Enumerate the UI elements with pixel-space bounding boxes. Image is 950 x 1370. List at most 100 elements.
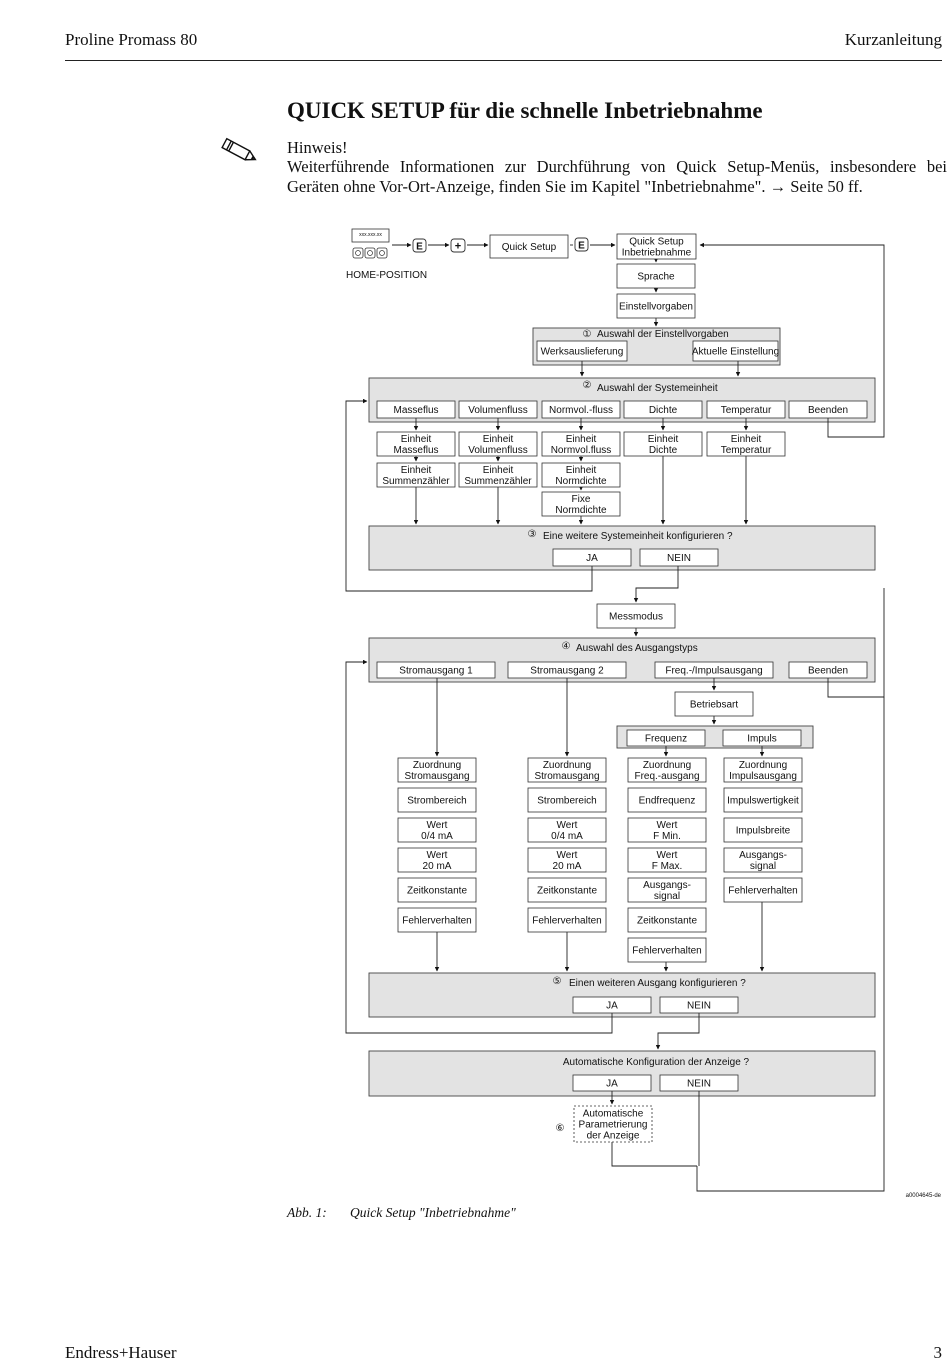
qs-inbetriebnahme-box-label: Inbetriebnahme [622,248,692,259]
sys-option-dichte: Dichte [623,400,703,419]
figure-caption-label: Abb. 1: [287,1205,327,1220]
marker-5: ⑤ [553,976,562,987]
out-option-stromausgang-2: Stromausgang 2 [507,661,627,679]
einheit-volumenfluss-box-label: Volumenfluss [468,445,527,456]
zeitkonstante-2-box: Zeitkonstante [527,877,607,903]
strombereich-1-box-label: Strombereich [407,796,466,807]
betriebsart-box-label: Betriebsart [690,700,739,711]
zeitkonstante-3-box-label: Zeitkonstante [637,916,697,927]
wert-04-1-box-label: Wert [427,820,448,831]
panel-systemeinheit [368,377,876,423]
panel-title: Einen weiteren Ausgang konfigurieren ? [569,978,746,989]
einheit-volumenfluss-box-label: Einheit [483,434,514,445]
quick-setup-box: Quick Setup [489,234,569,259]
sys-option-volumenfluss: Volumenfluss [458,400,538,419]
page-number: 3 [933,1343,943,1362]
sys-ja-button: JA [552,548,632,567]
marker-3: ③ [528,529,537,540]
auto-nein-button-label: NEIN [687,1079,711,1090]
zuordnung-stromausgang-2-box-label: Stromausgang [534,771,599,782]
einheit-masseflus-box-label: Einheit [401,434,432,445]
sys-option-beenden: Beenden [788,400,868,419]
einheit-summenzaehler-1-box-label: Einheit [401,465,432,476]
ausgangssignal-freq-box-label: signal [654,891,680,902]
plus-key-icon: + [450,238,466,253]
wert-20-1-box-label: 20 mA [423,861,452,872]
fixe-normdichte-box-label: Normdichte [555,505,607,516]
panel-weitere-systemeinheit [368,525,876,571]
out-nein-button-label: NEIN [687,1001,711,1012]
einheit-dichte-box-label: Einheit [648,434,679,445]
einstellvorgaben-box-label: Einstellvorgaben [619,302,693,313]
betriebsart-box: Betriebsart [674,691,754,717]
impuls-box-label: Impuls [747,734,776,745]
zuordnung-stromausgang-2-box-label: Zuordnung [543,760,591,771]
einheit-normdichte-box-label: Normdichte [555,476,607,487]
connector-line [827,588,885,698]
wert-04-2-box-label: Wert [557,820,578,831]
panel-title: Automatische Konfiguration der Anzeige ? [563,1057,750,1068]
auto-parametrierung-box-label: Parametrierung [579,1120,648,1131]
impulsbreite-box-label: Impulsbreite [736,826,791,837]
impuls-box: Impuls [722,729,802,747]
out-option-stromausgang-2-label: Stromausgang 2 [530,666,604,677]
sys-option-normvol-label: Normvol.-fluss [549,405,613,416]
aktuelle-einstellung-box: Aktuelle Einstellung [692,340,779,362]
zuordnung-stromausgang-1-box-label: Stromausgang [404,771,469,782]
e-key-icon: E [574,237,589,252]
strombereich-2-box-label: Strombereich [537,796,596,807]
auto-nein-button: NEIN [659,1074,739,1092]
auto-parametrierung-box-label: Automatische [583,1109,644,1120]
ausgangssignal-freq-box: Ausgangs-signal [627,877,707,903]
qs-inbetriebnahme-box-label: Quick Setup [629,237,684,248]
note-text: Weiterführende Informationen zur Durchfü… [287,157,947,196]
zuordnung-impulsausgang-box-label: Zuordnung [739,760,787,771]
out-option-freq-impuls-label: Freq.-/Impulsausgang [665,666,762,677]
fehlerverhalten-2-box: Fehlerverhalten [527,907,607,933]
endfrequenz-box: Endfrequenz [627,787,707,813]
sys-option-volumenfluss-label: Volumenfluss [468,405,527,416]
zuordnung-stromausgang-1-box-label: Zuordnung [413,760,461,771]
header-section-name: Kurzanleitung [844,30,942,49]
sys-nein-button: NEIN [639,548,719,567]
wert-04-1-box-label: 0/4 mA [421,831,453,842]
zeitkonstante-2-box-label: Zeitkonstante [537,886,597,897]
einstellvorgaben-box: Einstellvorgaben [616,293,696,319]
auto-ja-button: JA [572,1074,652,1092]
svg-text:E: E [578,241,585,252]
wert-20-1-box-label: Wert [427,850,448,861]
sys-option-temperatur-label: Temperatur [721,405,772,416]
zuordnung-freq-ausgang-box-label: Freq.-ausgang [634,771,699,782]
wert-20-2-box-label: 20 mA [553,861,582,872]
out-ja-button: JA [572,996,652,1014]
fixe-normdichte-box-label: Fixe [572,494,591,505]
wert-20-2-box-label: Wert [557,850,578,861]
panel-title: Eine weitere Systemeinheit konfigurieren… [543,531,733,542]
sys-option-beenden-label: Beenden [808,405,848,416]
sprache-box-label: Sprache [637,272,675,283]
out-option-stromausgang-1: Stromausgang 1 [376,661,496,679]
panel-ausgangstyp [368,637,876,683]
panel-weiterer-ausgang [368,972,876,1018]
home-display-icon: xxx.xxx.xx [351,228,390,259]
sys-nein-button-label: NEIN [667,553,691,564]
connector-line [345,659,613,1034]
connector-line [633,566,679,603]
einheit-summenzaehler-2-box-label: Summenzähler [464,476,532,487]
marker-2: ② [583,380,592,391]
home-position-label: HOME-POSITION [346,270,427,281]
